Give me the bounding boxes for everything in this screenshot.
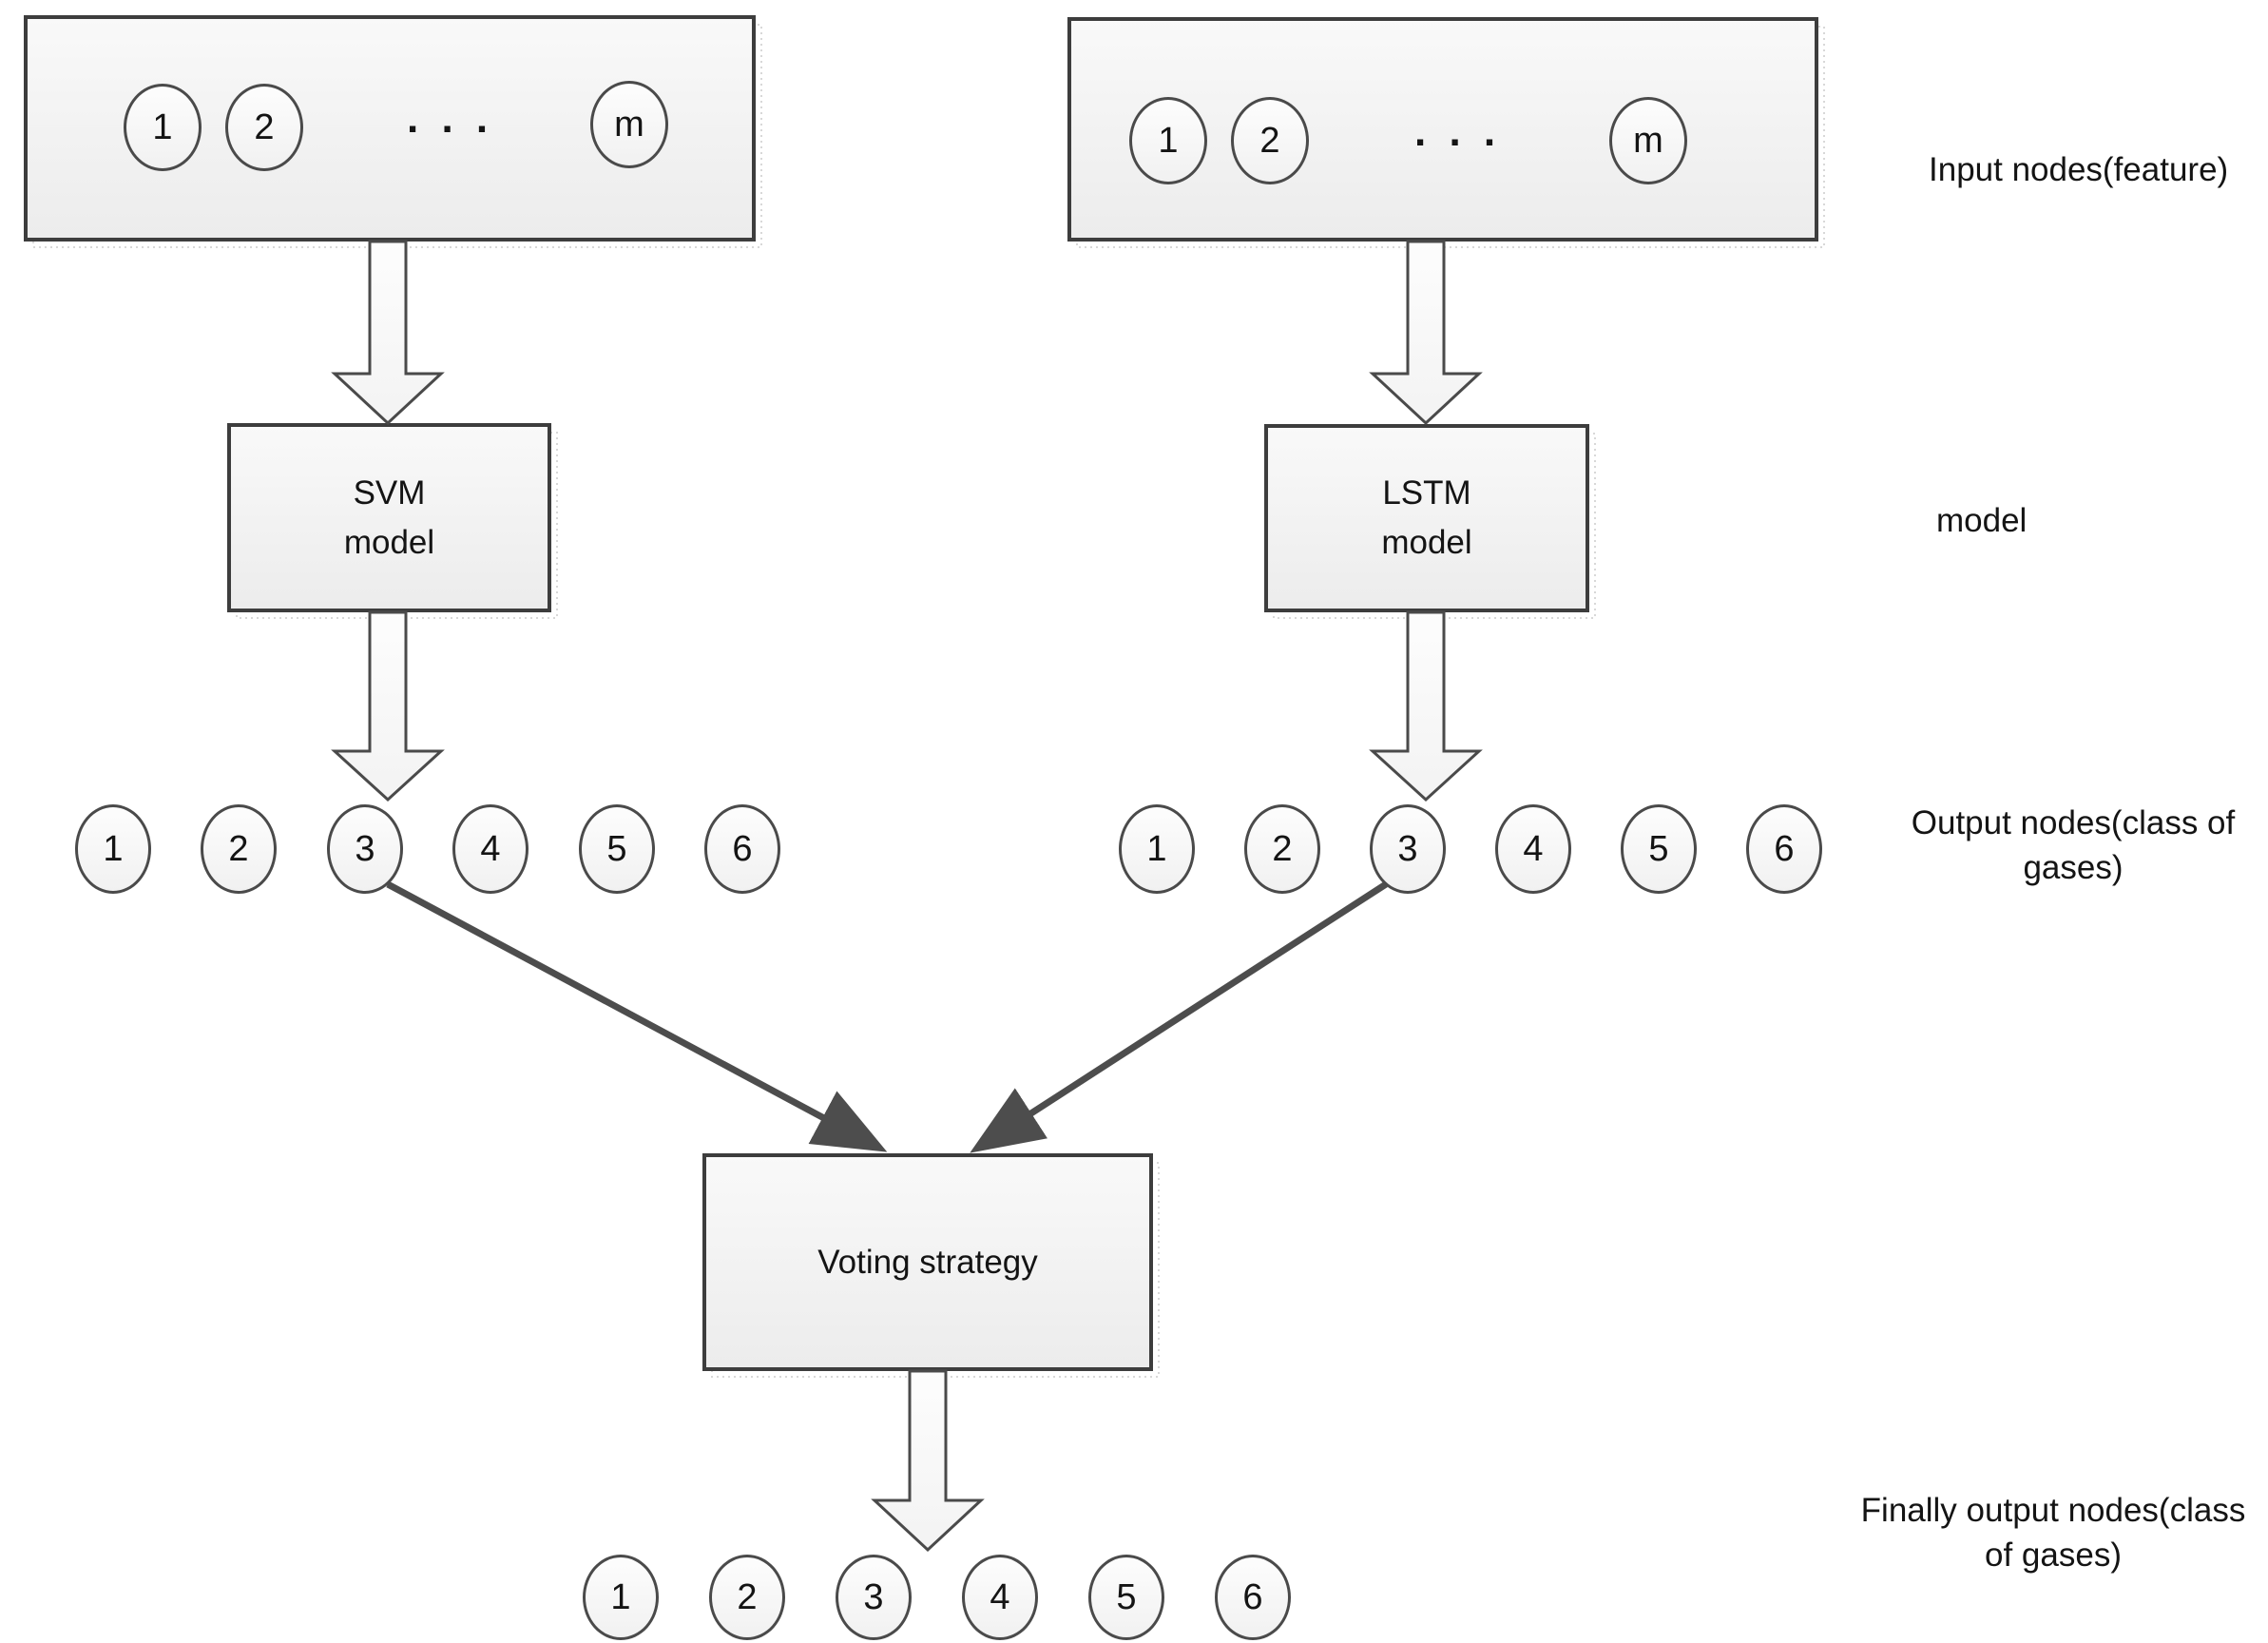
node-label: 2 <box>254 106 275 147</box>
node-label: 1 <box>1158 120 1179 161</box>
final-node-4: 4 <box>962 1555 1038 1640</box>
input-right-node-m: m <box>1609 97 1687 184</box>
node-label: 4 <box>990 1576 1010 1617</box>
arrow-lstm-to-outputs <box>1369 610 1483 802</box>
node-label: 3 <box>863 1576 884 1617</box>
node-label: 4 <box>1523 828 1544 869</box>
arrow-inputright-to-lstm <box>1369 240 1483 426</box>
output-right-node-1: 1 <box>1119 804 1195 894</box>
arrow-voting-to-final <box>871 1369 985 1553</box>
connector-left-output3-to-voting <box>386 880 888 1152</box>
lstm-box-rect <box>1264 424 1589 612</box>
label-final-line2: of gases) <box>1985 1537 2122 1574</box>
node-label: m <box>1633 120 1663 161</box>
label-final-output-nodes: Finally output nodes(class of gases) <box>1849 1488 2258 1577</box>
output-right-node-5: 5 <box>1621 804 1697 894</box>
node-label: 1 <box>1146 828 1167 869</box>
svm-line2: model <box>343 523 435 561</box>
node-label: 3 <box>1397 828 1418 869</box>
output-left-node-3: 3 <box>327 804 403 894</box>
voting-label: Voting strategy <box>817 1243 1038 1281</box>
svm-box-rect <box>227 423 551 612</box>
node-label: 3 <box>355 828 375 869</box>
output-right-node-3: 3 <box>1370 804 1446 894</box>
node-label: 2 <box>1259 120 1280 161</box>
lstm-line1: LSTM <box>1382 474 1471 512</box>
final-node-5: 5 <box>1088 1555 1164 1640</box>
final-node-1: 1 <box>583 1555 659 1640</box>
output-left-node-4: 4 <box>452 804 529 894</box>
lstm-line2: model <box>1381 524 1472 561</box>
node-label: 6 <box>1242 1576 1263 1617</box>
label-output-line2: gases) <box>2023 849 2124 886</box>
node-label: 1 <box>152 106 173 147</box>
block-arrows <box>331 240 1483 1553</box>
node-label: 1 <box>103 828 124 869</box>
output-left-node-1: 1 <box>75 804 151 894</box>
label-final-line1: Finally output nodes(class <box>1860 1492 2246 1529</box>
node-label: 4 <box>480 828 501 869</box>
label-output-line1: Output nodes(class of <box>1911 804 2236 841</box>
lstm-box-label: LSTM model <box>1266 426 1587 610</box>
input-left-ellipsis: . . . <box>407 95 494 142</box>
output-left-node-2: 2 <box>201 804 277 894</box>
node-label: 2 <box>228 828 249 869</box>
svm-box-label: SVM model <box>229 425 549 610</box>
node-label: 6 <box>1774 828 1795 869</box>
label-output-nodes: Output nodes(class of gases) <box>1883 801 2263 890</box>
input-right-node-1: 1 <box>1129 97 1207 184</box>
input-left-node-1: 1 <box>124 84 202 171</box>
final-node-3: 3 <box>836 1555 912 1640</box>
final-node-2: 2 <box>709 1555 785 1640</box>
input-left-node-m: m <box>590 81 668 168</box>
label-model: model <box>1936 502 2028 539</box>
voting-box-rect <box>702 1153 1153 1371</box>
node-label: 2 <box>737 1576 758 1617</box>
node-label: 5 <box>1116 1576 1137 1617</box>
node-label: 5 <box>606 828 627 869</box>
final-node-6: 6 <box>1215 1555 1291 1640</box>
connector-lines <box>386 880 1388 1153</box>
output-right-node-4: 4 <box>1495 804 1571 894</box>
node-label: 1 <box>610 1576 631 1617</box>
output-right-node-6: 6 <box>1746 804 1822 894</box>
node-label: 2 <box>1272 828 1293 869</box>
svm-line1: SVM <box>353 474 426 512</box>
node-label: 5 <box>1648 828 1669 869</box>
connector-right-output3-to-voting <box>970 881 1388 1153</box>
output-left-node-5: 5 <box>579 804 655 894</box>
input-left-node-2: 2 <box>225 84 303 171</box>
node-label: m <box>614 104 644 145</box>
arrow-inputleft-to-svm <box>331 240 445 426</box>
output-right-node-2: 2 <box>1244 804 1320 894</box>
voting-box-label: Voting strategy <box>704 1155 1151 1369</box>
label-input-nodes: Input nodes(feature) <box>1929 151 2229 188</box>
input-right-node-2: 2 <box>1231 97 1309 184</box>
output-left-node-6: 6 <box>704 804 780 894</box>
arrow-svm-to-outputs <box>331 610 445 802</box>
input-right-ellipsis: . . . <box>1414 108 1502 155</box>
node-label: 6 <box>732 828 753 869</box>
